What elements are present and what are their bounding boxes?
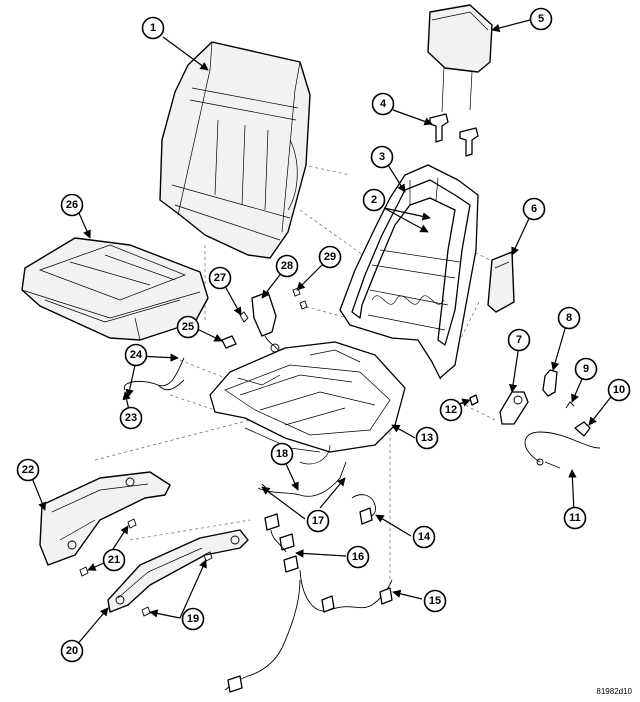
wire-harness-15	[224, 569, 393, 693]
release-cable	[524, 431, 601, 469]
cover-10	[574, 421, 591, 437]
callout-label: 22	[22, 464, 34, 476]
callout-label: 5	[538, 13, 544, 25]
callout-15: 15	[423, 589, 447, 613]
seat-adjuster-frame	[209, 341, 406, 465]
connectors-16	[264, 513, 299, 573]
callout-label: 7	[516, 334, 522, 346]
bolt-29	[292, 287, 308, 310]
callout-16: 16	[346, 545, 370, 569]
outboard-cover	[39, 471, 171, 566]
callout-8: 8	[557, 306, 581, 330]
callout-20: 20	[60, 639, 84, 663]
harness-14	[351, 494, 376, 525]
callout-label: 29	[324, 251, 336, 263]
callout-label: 23	[125, 412, 137, 424]
callout-label: 4	[380, 98, 387, 110]
callout-12: 12	[439, 398, 463, 422]
callout-label: 8	[566, 312, 572, 324]
callout-6: 6	[522, 197, 546, 221]
callout-7: 7	[507, 328, 531, 352]
release-lever	[542, 369, 558, 397]
callout-label: 16	[352, 551, 364, 563]
callout-label: 27	[214, 272, 226, 284]
seatback-frame	[339, 164, 479, 379]
figure-reference-number: 81982d10	[596, 687, 632, 696]
callout-11: 11	[563, 506, 587, 530]
wire-harness-23	[123, 357, 185, 391]
bolt-12	[469, 394, 479, 406]
callout-label: 6	[531, 203, 537, 215]
callout-3: 3	[370, 145, 394, 169]
callout-21: 21	[102, 548, 126, 572]
clip-25	[221, 335, 237, 349]
screws-21	[79, 518, 137, 577]
callout-25: 25	[176, 315, 200, 339]
wire-18	[257, 461, 347, 497]
seatback-cushion	[159, 41, 311, 259]
headrest	[427, 4, 493, 113]
callout-29: 29	[318, 245, 342, 269]
fastener-27	[239, 311, 249, 323]
callout-label: 20	[66, 645, 78, 657]
seat-cushion	[21, 237, 209, 341]
callout-label: 25	[182, 321, 194, 333]
callout-label: 28	[281, 260, 293, 272]
seat-belt-buckle	[251, 291, 280, 353]
callout-label: 13	[421, 432, 433, 444]
callout-23: 23	[119, 406, 143, 430]
callout-label: 3	[379, 151, 385, 163]
callout-27: 27	[208, 266, 232, 290]
side-panel	[487, 251, 515, 313]
clip-9	[565, 401, 575, 409]
callout-label: 10	[613, 384, 625, 396]
callout-label: 26	[66, 199, 78, 211]
callout-22: 22	[16, 458, 40, 482]
callout-label: 14	[418, 531, 431, 543]
callout-label: 1	[150, 22, 156, 34]
callout-9: 9	[574, 357, 598, 381]
callout-1: 1	[141, 16, 165, 40]
headrest-guides	[429, 113, 479, 157]
callout-label: 21	[108, 554, 120, 566]
callout-26: 26	[60, 193, 84, 217]
callout-label: 9	[583, 363, 589, 375]
callout-label: 12	[445, 404, 457, 416]
callout-28: 28	[275, 254, 299, 278]
callout-13: 13	[415, 426, 439, 450]
callout-5: 5	[529, 7, 553, 31]
alignment-lines	[94, 159, 496, 600]
callout-label: 24	[130, 349, 143, 361]
callout-19: 19	[181, 607, 205, 631]
callout-4: 4	[371, 92, 395, 116]
callout-label: 2	[371, 194, 377, 206]
callout-2: 2	[362, 188, 386, 212]
callout-14: 14	[412, 525, 436, 549]
callout-label: 18	[276, 448, 288, 460]
inboard-cover	[107, 529, 249, 613]
callout-label: 17	[312, 515, 324, 527]
callout-24: 24	[124, 343, 148, 367]
callout-label: 11	[569, 512, 581, 524]
recliner-handle	[499, 391, 529, 425]
callout-label: 19	[187, 613, 199, 625]
callout-10: 10	[607, 378, 631, 402]
leader-lines	[31, 19, 615, 647]
callout-17: 17	[306, 509, 330, 533]
callout-18: 18	[270, 442, 294, 466]
callout-label: 15	[429, 595, 441, 607]
